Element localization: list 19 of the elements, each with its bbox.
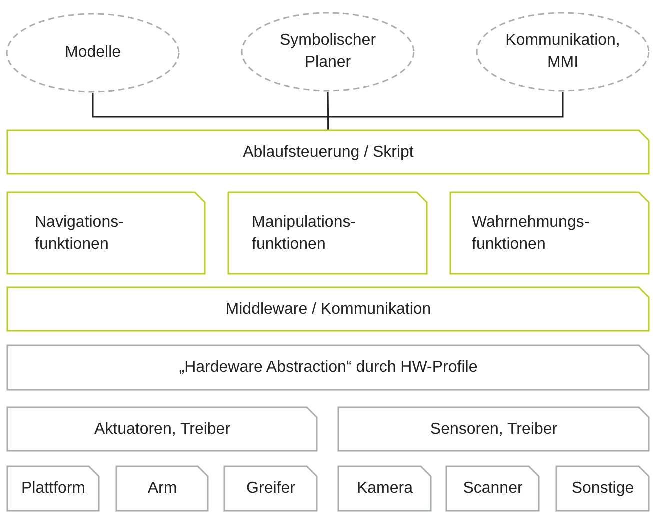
node-label: Scanner bbox=[463, 479, 523, 500]
node-label: Plattform bbox=[21, 479, 86, 500]
node-label: Navigations- funktionen bbox=[35, 212, 125, 254]
node-label: Sensoren, Treiber bbox=[430, 420, 558, 440]
node-label: „Hardeware Abstraction“ durch HW-Profile bbox=[179, 358, 478, 378]
connector-line bbox=[328, 92, 564, 130]
node-label: Arm bbox=[148, 479, 178, 500]
node-label: Manipulations- funktionen bbox=[252, 212, 358, 254]
node-label: Aktuatoren, Treiber bbox=[94, 420, 231, 440]
node-label: Sonstige bbox=[572, 479, 634, 500]
node-label: Modelle bbox=[64, 43, 122, 64]
connector-line bbox=[327, 92, 330, 130]
node-label: Kommunikation, MMI bbox=[504, 31, 622, 73]
node-label: Middleware / Kommunikation bbox=[226, 300, 432, 320]
node-label: Kamera bbox=[356, 479, 414, 500]
node-label: Greifer bbox=[246, 479, 296, 500]
node-label: Symbolischer Planer bbox=[278, 31, 378, 73]
node-label: Ablaufsteuerung / Skript bbox=[243, 142, 414, 163]
node-label: Wahrnehmungs- funktionen bbox=[472, 212, 591, 254]
